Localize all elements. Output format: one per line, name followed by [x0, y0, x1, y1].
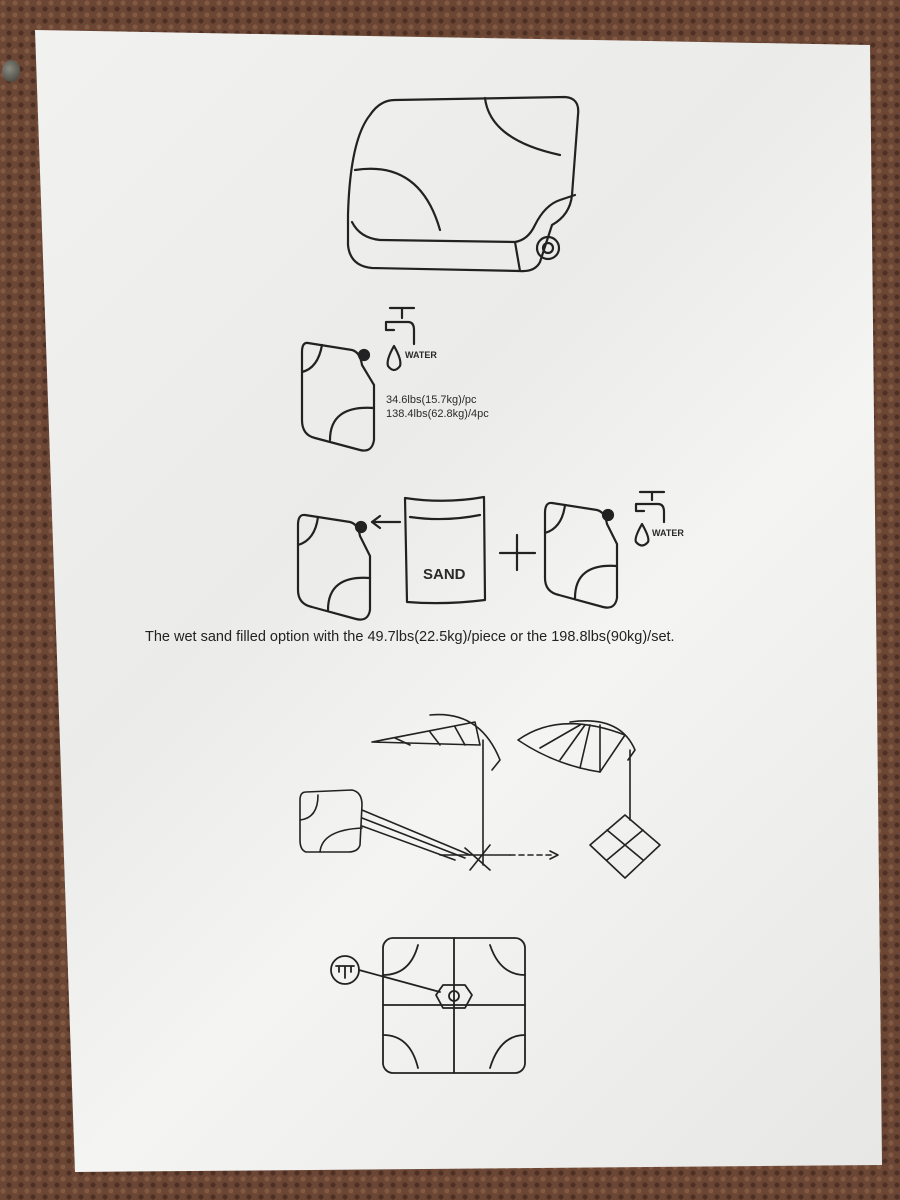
water-tank-icon	[296, 513, 372, 621]
plus-icon	[498, 533, 537, 572]
water-tank-icon	[300, 341, 376, 452]
water-drop-icon	[386, 344, 402, 372]
water-tap-icon	[634, 490, 666, 547]
water-tap-icon	[384, 306, 416, 372]
water-label: WATER	[405, 350, 437, 360]
caption: The wet sand filled option with the 49.7…	[145, 629, 675, 645]
sand-bag-icon	[403, 495, 487, 605]
wall-pin	[2, 60, 20, 82]
sand-label: SAND	[423, 566, 466, 583]
base-weight-illustration	[346, 95, 580, 273]
water-label: WATER	[652, 528, 684, 538]
four-piece-base-top-view	[330, 937, 526, 1074]
weight-per-piece: 34.6lbs(15.7kg)/pc	[386, 394, 477, 406]
water-tank-icon	[543, 501, 619, 609]
umbrella-installation-illustration	[299, 713, 661, 879]
arrow-icon	[370, 514, 402, 530]
weight-per-set: 138.4lbs(62.8kg)/4pc	[386, 408, 489, 420]
